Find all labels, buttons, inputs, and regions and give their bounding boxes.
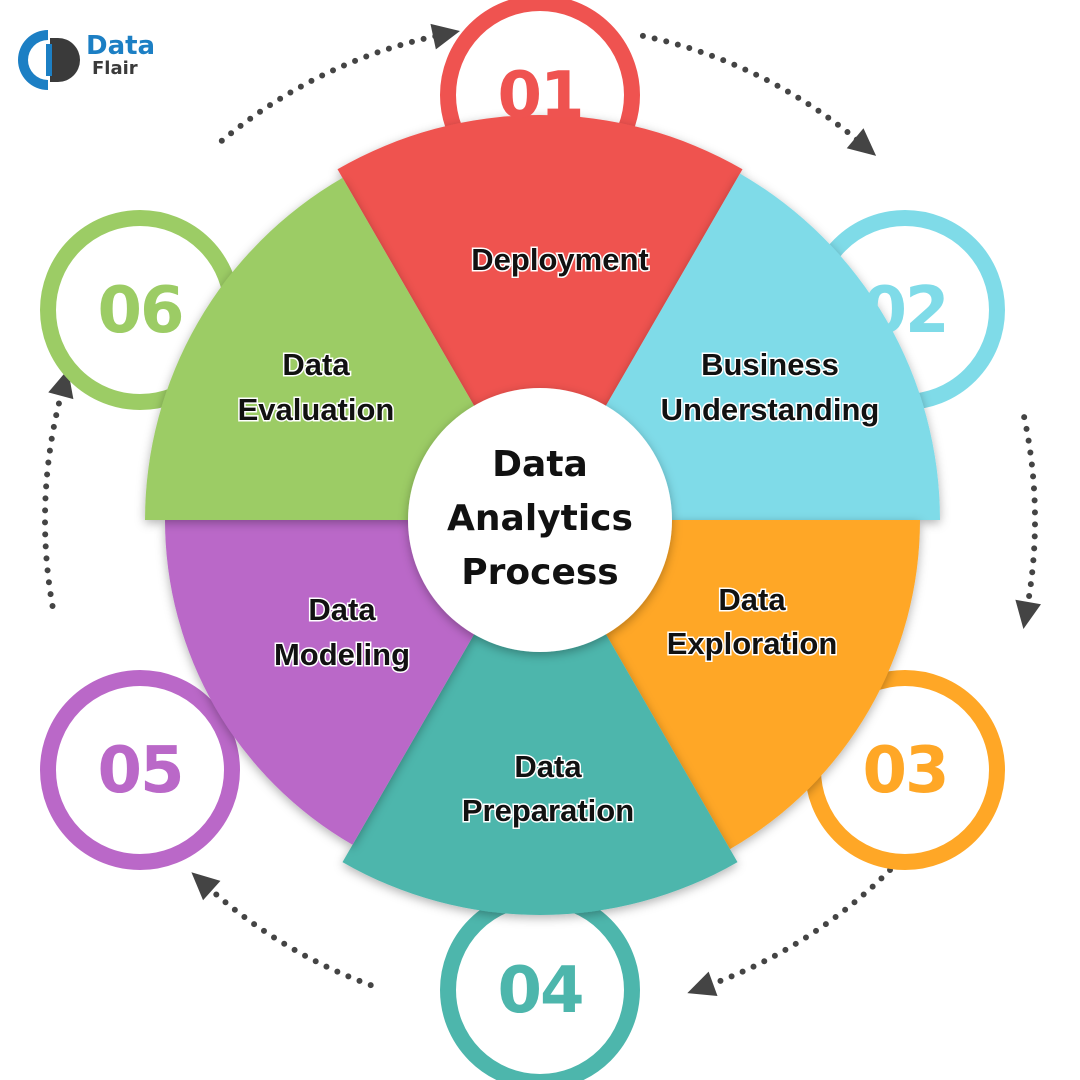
step-number-04: 04: [497, 954, 582, 1028]
triangle-arrow-icon: [1015, 599, 1041, 630]
step-number-05: 05: [97, 734, 182, 808]
cycle-arc-2: [1021, 414, 1038, 609]
brand-name-line-1: Data: [86, 31, 155, 61]
segment-label-05-line-2: Modeling: [274, 637, 410, 672]
cycle-arc-6: [218, 32, 441, 144]
step-number-06: 06: [97, 274, 182, 348]
cycle-arc-1: [639, 32, 862, 144]
triangle-arrow-icon: [846, 128, 877, 156]
cycle-arc-4: [205, 884, 374, 989]
step-circle-05: [40, 670, 240, 870]
cycle-arrows: [42, 23, 1041, 996]
segment-label-04-line-2: Preparation: [462, 793, 634, 828]
center-title-line-1: Data: [492, 444, 588, 485]
step-number-02: 02: [862, 274, 947, 348]
segment-05: [165, 520, 475, 845]
brand-logo: Data Flair: [18, 30, 155, 90]
brand-logo-icon: [18, 30, 80, 90]
segment-label-01-line-1: Deployment: [471, 242, 648, 277]
step-number-01: 01: [497, 59, 582, 133]
center-circle: [408, 388, 672, 652]
segment-label-06-line-1: Data: [282, 347, 350, 382]
process-segments: DeploymentBusinessUnderstandingDataExplo…: [145, 114, 940, 915]
segment-label-03-line-1: Data: [718, 582, 786, 617]
segment-label-04-line-1: Data: [514, 749, 582, 784]
center-title-line-2: Analytics: [447, 498, 633, 539]
segment-label-02-line-2: Understanding: [661, 392, 880, 427]
segment-06: [145, 177, 475, 520]
triangle-arrow-icon: [687, 971, 718, 996]
cycle-arc-3: [706, 867, 894, 989]
cycle-arc-5: [42, 388, 65, 609]
triangle-arrow-icon: [191, 872, 221, 901]
center-hub: Data Analytics Process: [408, 388, 672, 652]
segment-04: [342, 632, 738, 915]
segment-02: [605, 173, 940, 520]
segment-label-05-line-1: Data: [308, 592, 376, 627]
step-number-03: 03: [862, 734, 947, 808]
center-title-line-3: Process: [461, 552, 618, 593]
triangle-arrow-icon: [430, 23, 460, 50]
segment-label-03-line-2: Exploration: [667, 626, 838, 661]
segment-label-02-line-1: Business: [701, 347, 839, 382]
segment-03: [605, 520, 920, 850]
segment-01: [337, 114, 743, 408]
brand-name-line-2: Flair: [92, 58, 138, 79]
segment-label-06-line-2: Evaluation: [238, 392, 395, 427]
